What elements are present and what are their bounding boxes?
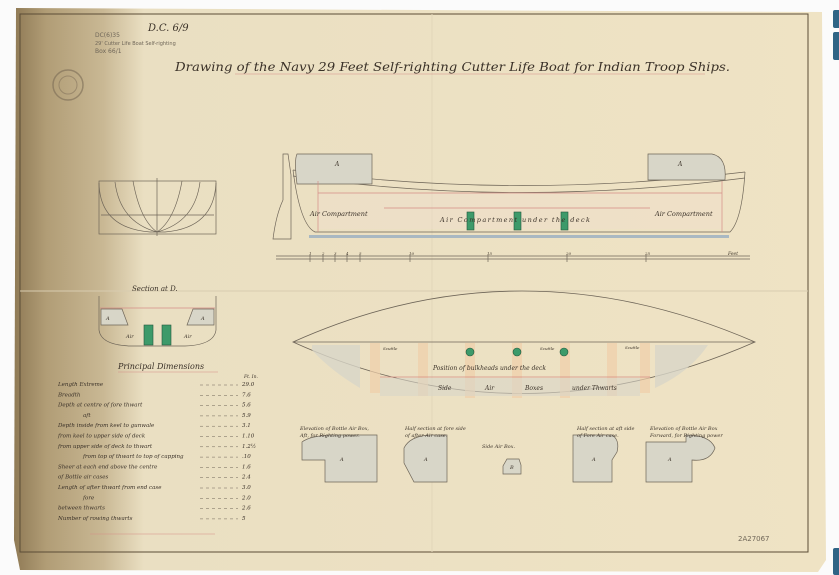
- dimension-label: Number of rowing thwarts: [57, 516, 133, 522]
- catalogue-note: 29' Cutter Life Boat Self-righting: [95, 41, 176, 47]
- side-tab[interactable]: [833, 548, 839, 575]
- scale-tick-label: 5: [359, 251, 362, 256]
- plan-view: Scuttle Scuttle Scuttle Position of bulk…: [292, 290, 757, 398]
- scuttle-label: Scuttle: [625, 345, 640, 350]
- dimension-value: .10: [242, 454, 251, 460]
- dimension-value: 5.9: [242, 413, 251, 419]
- side-label: Air Compartment: [309, 210, 368, 218]
- dimension-value: 2.0: [241, 495, 251, 501]
- air-box-caption: of Fore Air case.: [577, 433, 619, 439]
- dimension-label: from keel to upper side of deck: [57, 434, 146, 440]
- dimension-label: Length Extreme: [57, 382, 104, 388]
- side-label: Air Compartment: [654, 210, 713, 218]
- air-box-caption: Half section at fore side: [404, 426, 466, 432]
- reference-mark: D.C. 6/9: [147, 23, 189, 34]
- air-box-caption: Forward, for Righting power: [649, 433, 723, 439]
- dimension-value: 3.0: [242, 485, 251, 491]
- scale-unit: Feet: [727, 251, 738, 257]
- plan-label: Position of bulkheads under the deck: [432, 365, 546, 372]
- scale-tick-label: 25: [644, 251, 651, 256]
- drawing-title: Drawing of the Navy 29 Feet Self-rightin…: [174, 59, 730, 74]
- principal-dimensions-table: Principal Dimensions Ft. In. Length Extr…: [57, 362, 258, 535]
- side-tab[interactable]: [833, 32, 839, 60]
- scale-tick-label: 2: [321, 251, 325, 256]
- side-box-label: A: [677, 161, 683, 168]
- scale-tick-label: 3: [334, 251, 337, 256]
- side-label: Air Compartment under the deck: [439, 216, 590, 224]
- dimension-value: 7.6: [242, 392, 251, 398]
- air-box-caption: Elevation of Bottle Air Box: [649, 426, 718, 432]
- air-box: Elevation of Bottle Air Box,Aft, for Rig…: [299, 426, 378, 483]
- dimension-label: between thwarts: [58, 506, 105, 512]
- dimension-label: Length of after thwart from end case: [57, 485, 162, 491]
- scale-tick-label: 20: [565, 251, 572, 256]
- body-plan: [98, 178, 217, 236]
- dimension-label: Depth at centre of fore thwart: [57, 403, 143, 409]
- air-box-mark: A: [339, 457, 344, 463]
- section-title: Section at D.: [132, 285, 178, 293]
- air-box: Side Air Box. B: [482, 444, 522, 475]
- scuttle-label: Scuttle: [540, 346, 555, 351]
- dimensions-heading: Principal Dimensions: [117, 362, 204, 371]
- catalogue-note: DC(6)35: [95, 32, 120, 39]
- scale-bar: 1 2 3 4 5 10 15 20 25 Feet: [276, 251, 750, 262]
- scale-tick-label: 15: [487, 251, 493, 256]
- dimension-value: 29.0: [241, 382, 255, 388]
- catalogue-note: Box 66/1: [95, 48, 122, 55]
- dimension-label: Breadth: [57, 392, 81, 398]
- dimension-label: Depth inside from keel to gunwale: [57, 423, 155, 429]
- air-box-caption: Aft, for Righting power.: [299, 433, 360, 439]
- plan-label: Side: [438, 385, 452, 392]
- dimension-label: fore: [82, 495, 95, 501]
- side-box-label: A: [334, 161, 340, 168]
- dimensions-unit-header: Ft. In.: [243, 374, 258, 380]
- archive-seal: [52, 69, 84, 101]
- air-box-mark: A: [667, 457, 672, 463]
- side-elevation: A A Air Compartment Air Compartment unde…: [272, 153, 746, 240]
- stamp-number: 2A27067: [738, 535, 770, 543]
- dimension-value: 3.1: [242, 423, 251, 429]
- scuttle-label: Scuttle: [383, 346, 398, 351]
- dimension-value: 5: [242, 516, 246, 522]
- plan-label: under Thwarts: [572, 385, 617, 392]
- dimension-label: of Bottle air cases: [58, 475, 108, 481]
- midship-section: A A Air Air: [98, 296, 217, 347]
- air-box-caption: Elevation of Bottle Air Box,: [299, 426, 369, 432]
- air-box-mark: A: [591, 457, 596, 463]
- section-label: A: [105, 316, 110, 322]
- plan-label: Boxes: [524, 385, 543, 392]
- dimension-value: 2.4: [241, 475, 251, 481]
- air-box-mark: A: [423, 457, 428, 463]
- scale-tick-label: 1: [309, 251, 312, 256]
- scale-tick-label: 4: [345, 251, 349, 256]
- dimension-value: 2.6: [241, 506, 251, 512]
- air-box-details: Elevation of Bottle Air Box,Aft, for Rig…: [299, 426, 723, 483]
- section-label: Air: [125, 334, 134, 340]
- dimension-value: 1.6: [242, 464, 251, 470]
- dimension-label: aft: [83, 413, 91, 419]
- section-label: Air: [183, 334, 192, 340]
- side-tab[interactable]: [833, 10, 839, 28]
- scale-tick-label: 10: [409, 251, 415, 256]
- air-box-caption: Half section at aft side: [576, 426, 635, 432]
- border-frame: [19, 13, 809, 553]
- dimension-label: from top of thwart to top of capping: [82, 454, 184, 460]
- air-box-caption: Side Air Box.: [482, 444, 515, 450]
- dimension-label: from upper side of deck to thwart: [57, 444, 153, 450]
- paper: [14, 8, 826, 572]
- dimension-value: 1.10: [242, 434, 255, 440]
- air-box-mark: B: [509, 465, 514, 471]
- air-box-caption: of after Air case.: [405, 433, 448, 439]
- dimension-value: 1.2½: [242, 443, 256, 450]
- dimension-value: 5.6: [242, 403, 251, 409]
- dimension-label: Sheer at each end above the centre: [58, 464, 158, 470]
- section-label: A: [200, 316, 205, 322]
- plan-label: Air: [484, 385, 495, 392]
